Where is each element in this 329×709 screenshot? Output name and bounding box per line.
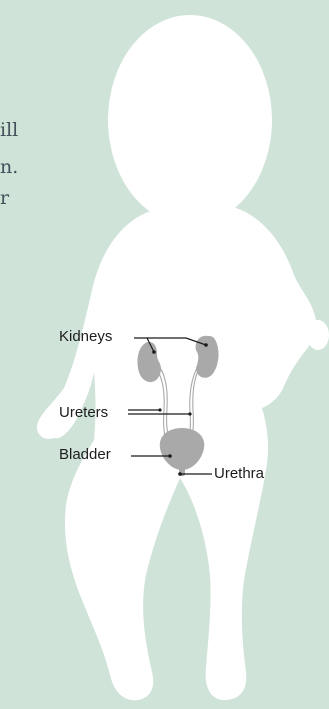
- ureter-left-dot: [158, 408, 161, 411]
- baby-right-hand: [307, 320, 329, 350]
- ureter-right-dot: [188, 412, 191, 415]
- kidney-right-dot: [204, 343, 208, 347]
- baby-silhouette: [37, 15, 329, 700]
- bladder-label: Bladder: [59, 447, 111, 462]
- urethra-dot: [178, 472, 182, 476]
- kidneys-label: Kidneys: [59, 329, 112, 344]
- kidney-left-dot: [152, 350, 156, 354]
- baby-head: [108, 15, 272, 225]
- ureters-label: Ureters: [59, 405, 108, 420]
- urethra-label: Urethra: [214, 466, 264, 481]
- bladder-dot: [168, 454, 172, 458]
